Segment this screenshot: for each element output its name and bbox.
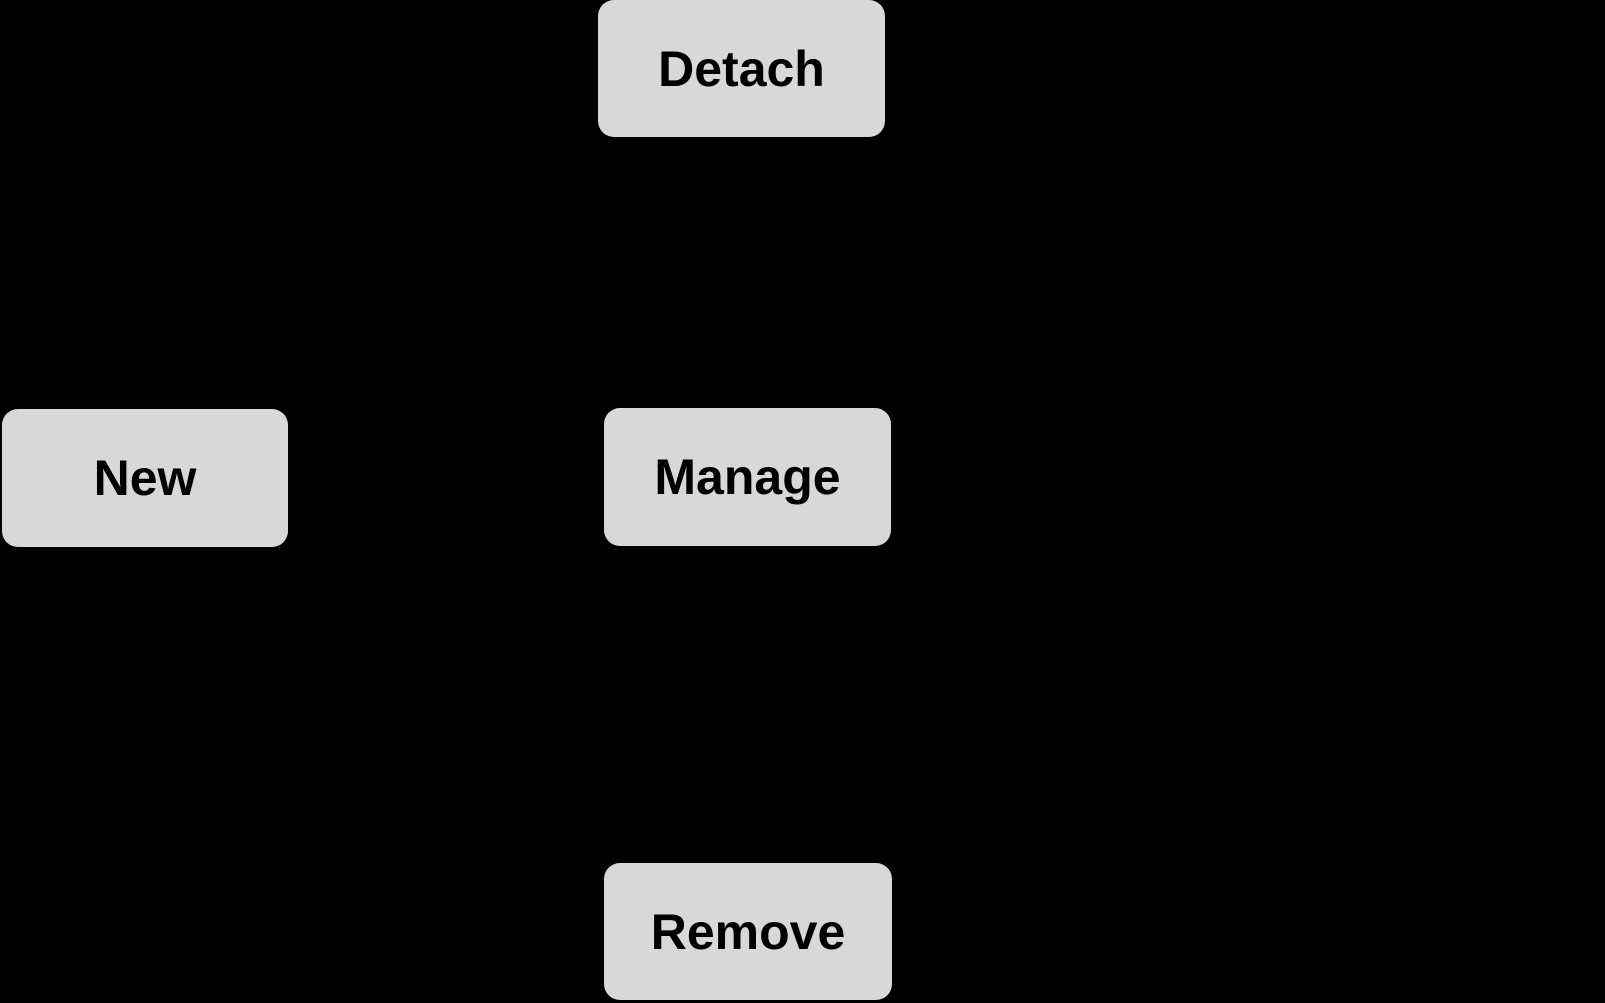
node-remove: Remove: [604, 863, 892, 1000]
node-new-label: New: [93, 450, 197, 506]
node-detach: Detach: [598, 0, 885, 137]
node-remove-label: Remove: [650, 903, 846, 960]
node-manage: Manage: [604, 408, 891, 546]
node-detach-label: Detach: [658, 40, 825, 97]
node-new: New: [2, 409, 288, 547]
node-manage-label: Manage: [654, 449, 841, 505]
